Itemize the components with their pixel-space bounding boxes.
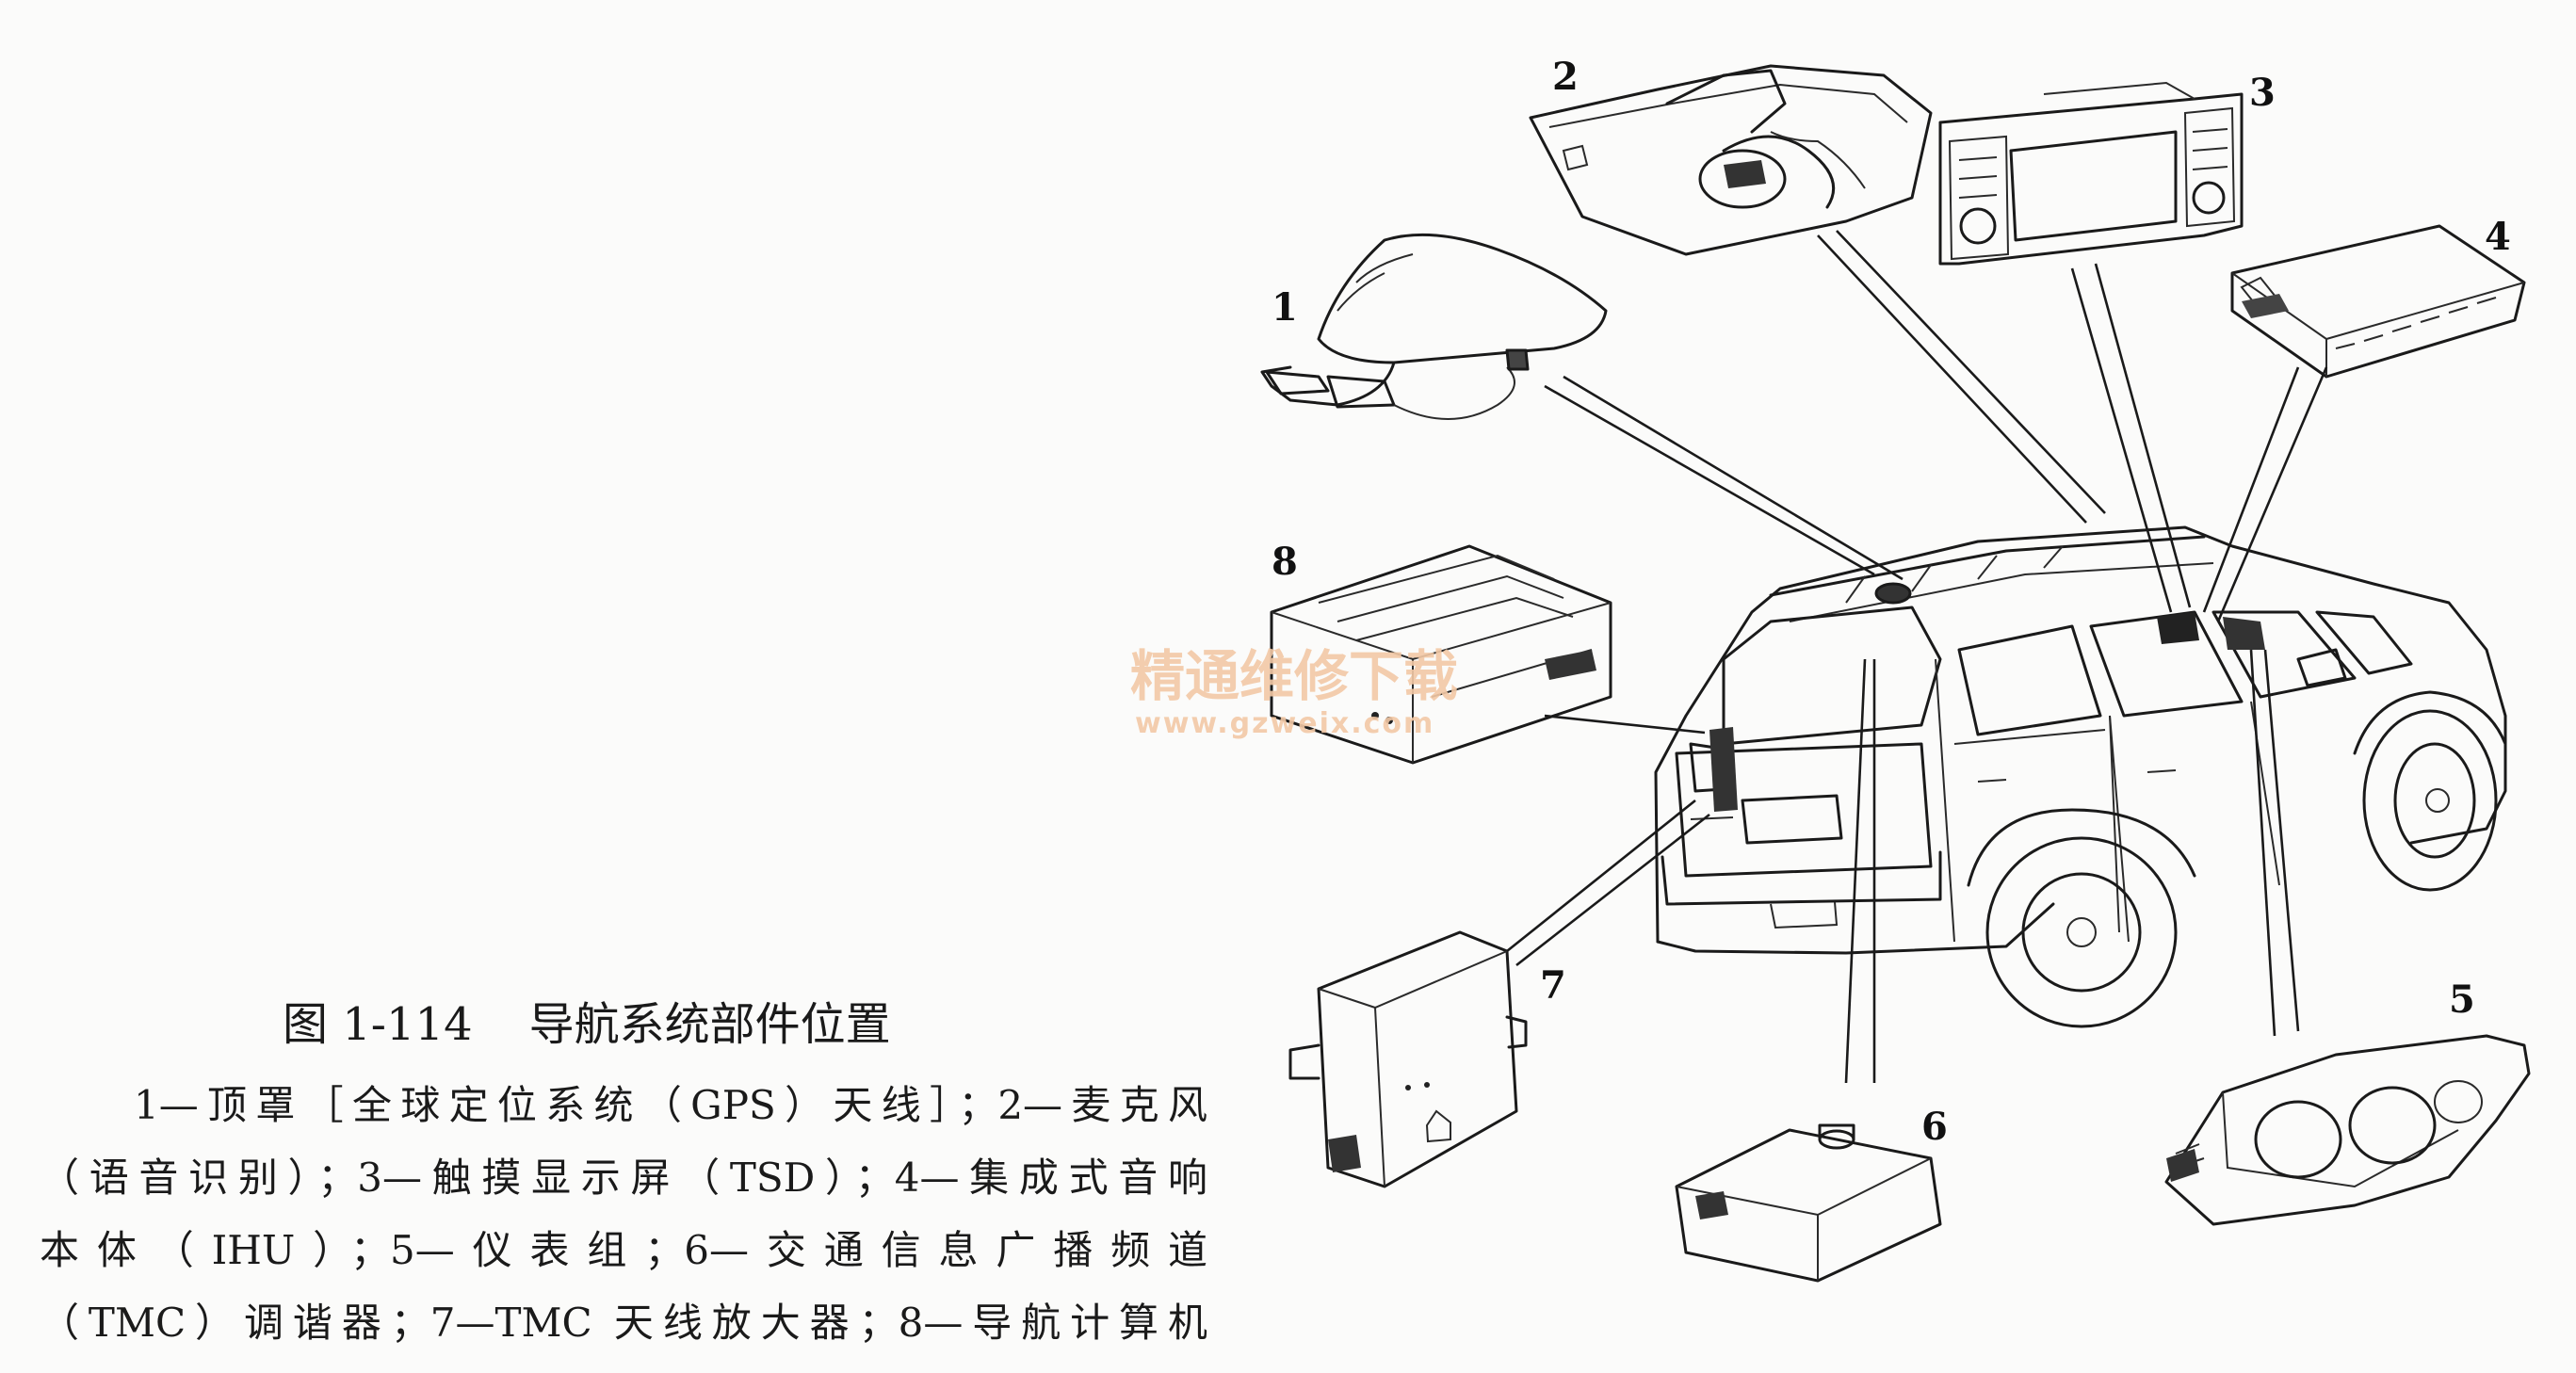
callout-5: 5 — [2449, 977, 2475, 1022]
callout-numbers: 1 2 3 4 5 6 7 8 — [1272, 55, 2511, 1149]
figure-number: 图 1-114 — [283, 998, 473, 1051]
component-8-nav-computer — [1270, 544, 1612, 765]
component-7-tmc-amplifier — [1288, 930, 1528, 1188]
leader-7b — [1515, 813, 1710, 967]
callout-4: 4 — [2485, 215, 2511, 259]
leader-4b — [2216, 366, 2328, 622]
vehicle-illustration — [1654, 525, 2507, 1028]
leader-5b — [2263, 649, 2300, 1032]
leader-1b — [1563, 375, 1904, 581]
legend-line-4: （TMC）调谐器；7—TMC 天线放大器；8—导航计算机 — [40, 1300, 1207, 1346]
figure-legend: 1—顶罩［全球定位系统（GPS）天线］；2—麦克风 （语音识别）；3—触摸显示屏… — [40, 1069, 1207, 1359]
leader-7a — [1506, 799, 1696, 953]
leader-lines — [1506, 230, 2328, 1084]
component-3-touch-screen — [1938, 81, 2244, 266]
watermark: 精通维修下载 www.gzweix.com — [1130, 644, 1458, 740]
component-4-ihu-unit — [2230, 224, 2526, 379]
component-5-instrument-cluster — [2164, 1034, 2531, 1226]
watermark-cn: 精通维修下载 — [1130, 644, 1458, 708]
component-6-tmc-tuner — [1675, 1123, 1942, 1283]
leader-3a — [2070, 267, 2173, 613]
component-1-gps-antenna — [1260, 233, 1608, 420]
callout-3: 3 — [2249, 71, 2276, 115]
callout-2: 2 — [1552, 55, 1579, 99]
leader-5a — [2249, 649, 2276, 1037]
legend-line-3: 本体（IHU）；5—仪表组；6—交通信息广播频道 — [40, 1227, 1207, 1273]
leader-3b — [2094, 263, 2192, 608]
callout-7: 7 — [1540, 963, 1566, 1008]
figure-title: 导航系统部件位置 — [528, 998, 891, 1051]
legend-line-1: 1—顶罩［全球定位系统（GPS）天线］；2—麦克风 — [134, 1082, 1207, 1128]
leader-6a — [1844, 658, 1867, 1084]
leader-4a — [2202, 366, 2300, 613]
leader-2b — [1836, 230, 2106, 514]
watermark-url: www.gzweix.com — [1135, 707, 1434, 740]
figure-caption-title: 图 1-114 导航系统部件位置 — [283, 987, 998, 1053]
legend-line-2: （语音识别）；3—触摸显示屏（TSD）；4—集成式音响 — [40, 1155, 1207, 1201]
component-2-microphone — [1529, 64, 1933, 256]
leader-8 — [1544, 714, 1706, 735]
leader-2a — [1817, 234, 2087, 524]
callout-1: 1 — [1272, 285, 1298, 330]
leader-1a — [1544, 384, 1875, 576]
callout-8: 8 — [1272, 540, 1298, 584]
callout-6: 6 — [1921, 1105, 1948, 1149]
